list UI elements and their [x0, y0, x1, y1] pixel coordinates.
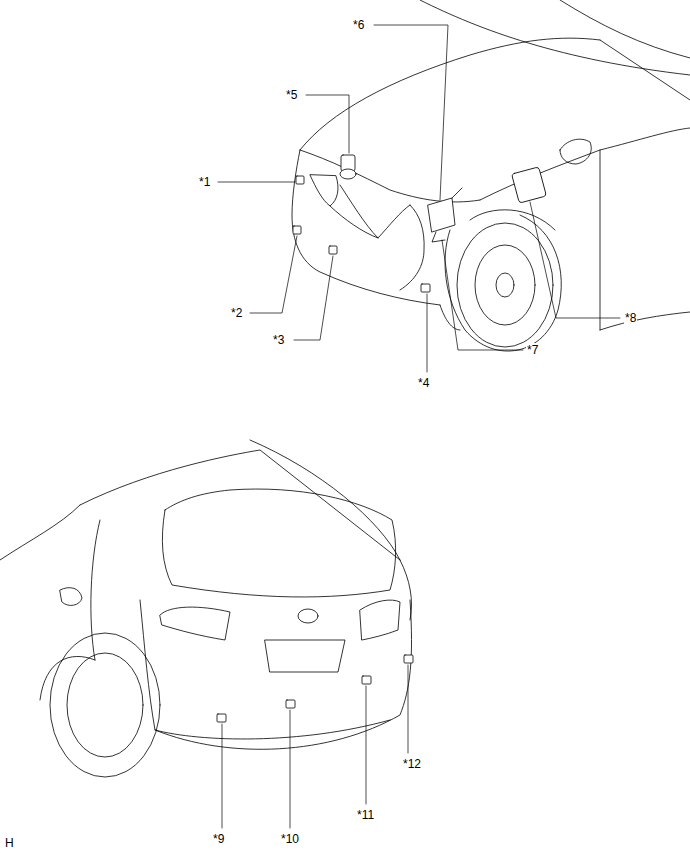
- callout-number: *4: [417, 376, 430, 390]
- callout-number: *11: [356, 808, 375, 822]
- callout-number: *3: [272, 333, 285, 347]
- rear-vehicle: [0, 440, 412, 777]
- figure-code: H: [4, 836, 15, 850]
- callout-number: *10: [280, 832, 300, 846]
- callout-number: *12: [402, 757, 422, 771]
- rear-components: [217, 655, 413, 722]
- callout-number: *1: [198, 175, 211, 189]
- callout-number: *6: [352, 18, 365, 32]
- leader-lines: [218, 25, 620, 372]
- leader-lines: [222, 665, 408, 828]
- callout-number: *8: [624, 311, 637, 325]
- callout-number: *2: [230, 306, 243, 320]
- callout-number: *5: [285, 88, 298, 102]
- callout-number: *7: [526, 343, 539, 357]
- front-vehicle: [292, 0, 690, 351]
- front-components: [293, 155, 546, 292]
- callout-number: *9: [212, 832, 225, 846]
